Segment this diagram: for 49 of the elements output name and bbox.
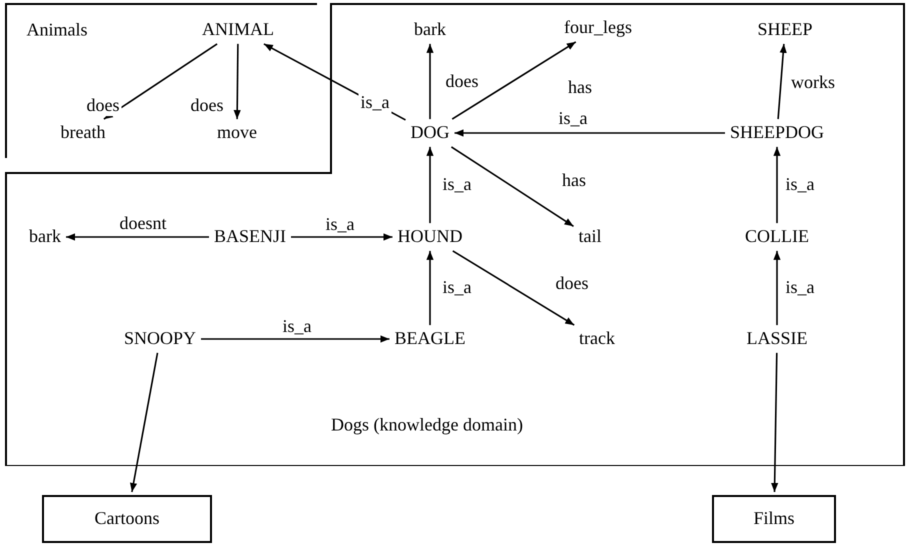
concept-label: bark — [27, 226, 63, 248]
concept-label: DOG — [408, 122, 452, 144]
edge-label: is_a — [280, 317, 314, 337]
arrow — [452, 250, 575, 326]
arrow — [234, 44, 241, 120]
arrow — [454, 129, 725, 137]
concept-label: SHEEP — [756, 19, 814, 41]
edge-label: is_a — [784, 278, 816, 298]
concept-label: HOUND — [396, 226, 464, 248]
concept-label: SNOOPY — [122, 328, 198, 350]
arrow — [291, 233, 392, 241]
domain-region — [5, 3, 908, 466]
region-title: Animals — [26, 20, 88, 40]
concept-label: tail — [576, 226, 604, 248]
concept-label: move — [215, 122, 259, 144]
arrow — [426, 250, 434, 326]
arrow — [773, 146, 781, 224]
edge-label: is_a — [358, 93, 392, 113]
arrow — [426, 44, 434, 120]
concept-label: ANIMAL — [200, 19, 276, 41]
edge-label: is_a — [440, 278, 474, 298]
concept-label: BASENJI — [212, 226, 288, 248]
arrow — [66, 233, 209, 241]
arrow — [777, 44, 787, 120]
arrow — [130, 352, 158, 492]
arrow — [450, 146, 574, 227]
edge-label: is_a — [556, 109, 590, 129]
concept-label: LASSIE — [744, 328, 810, 350]
concept-label: SHEEPDOG — [728, 122, 826, 144]
arrow — [103, 43, 218, 120]
category-box: Films — [712, 495, 836, 543]
concept-label: COLLIE — [743, 226, 811, 248]
arrow — [452, 41, 576, 120]
arrow — [426, 146, 434, 224]
domain-region — [5, 3, 317, 158]
arrow — [201, 335, 390, 343]
category-box: Cartoons — [42, 495, 212, 543]
edge-label: is_a — [440, 175, 474, 195]
concept-label: breath — [58, 122, 108, 144]
concept-label: four_legs — [562, 17, 634, 39]
edge-label: is_a — [324, 215, 356, 235]
edge-label: is_a — [784, 175, 816, 195]
concept-label: track — [577, 328, 617, 350]
arrow — [771, 352, 778, 492]
edge-label: does — [84, 96, 122, 116]
arrow — [773, 250, 781, 326]
region-title: Dogs (knowledge domain) — [331, 414, 523, 436]
concept-label: BEAGLE — [392, 328, 468, 350]
concept-label: bark — [412, 19, 448, 41]
